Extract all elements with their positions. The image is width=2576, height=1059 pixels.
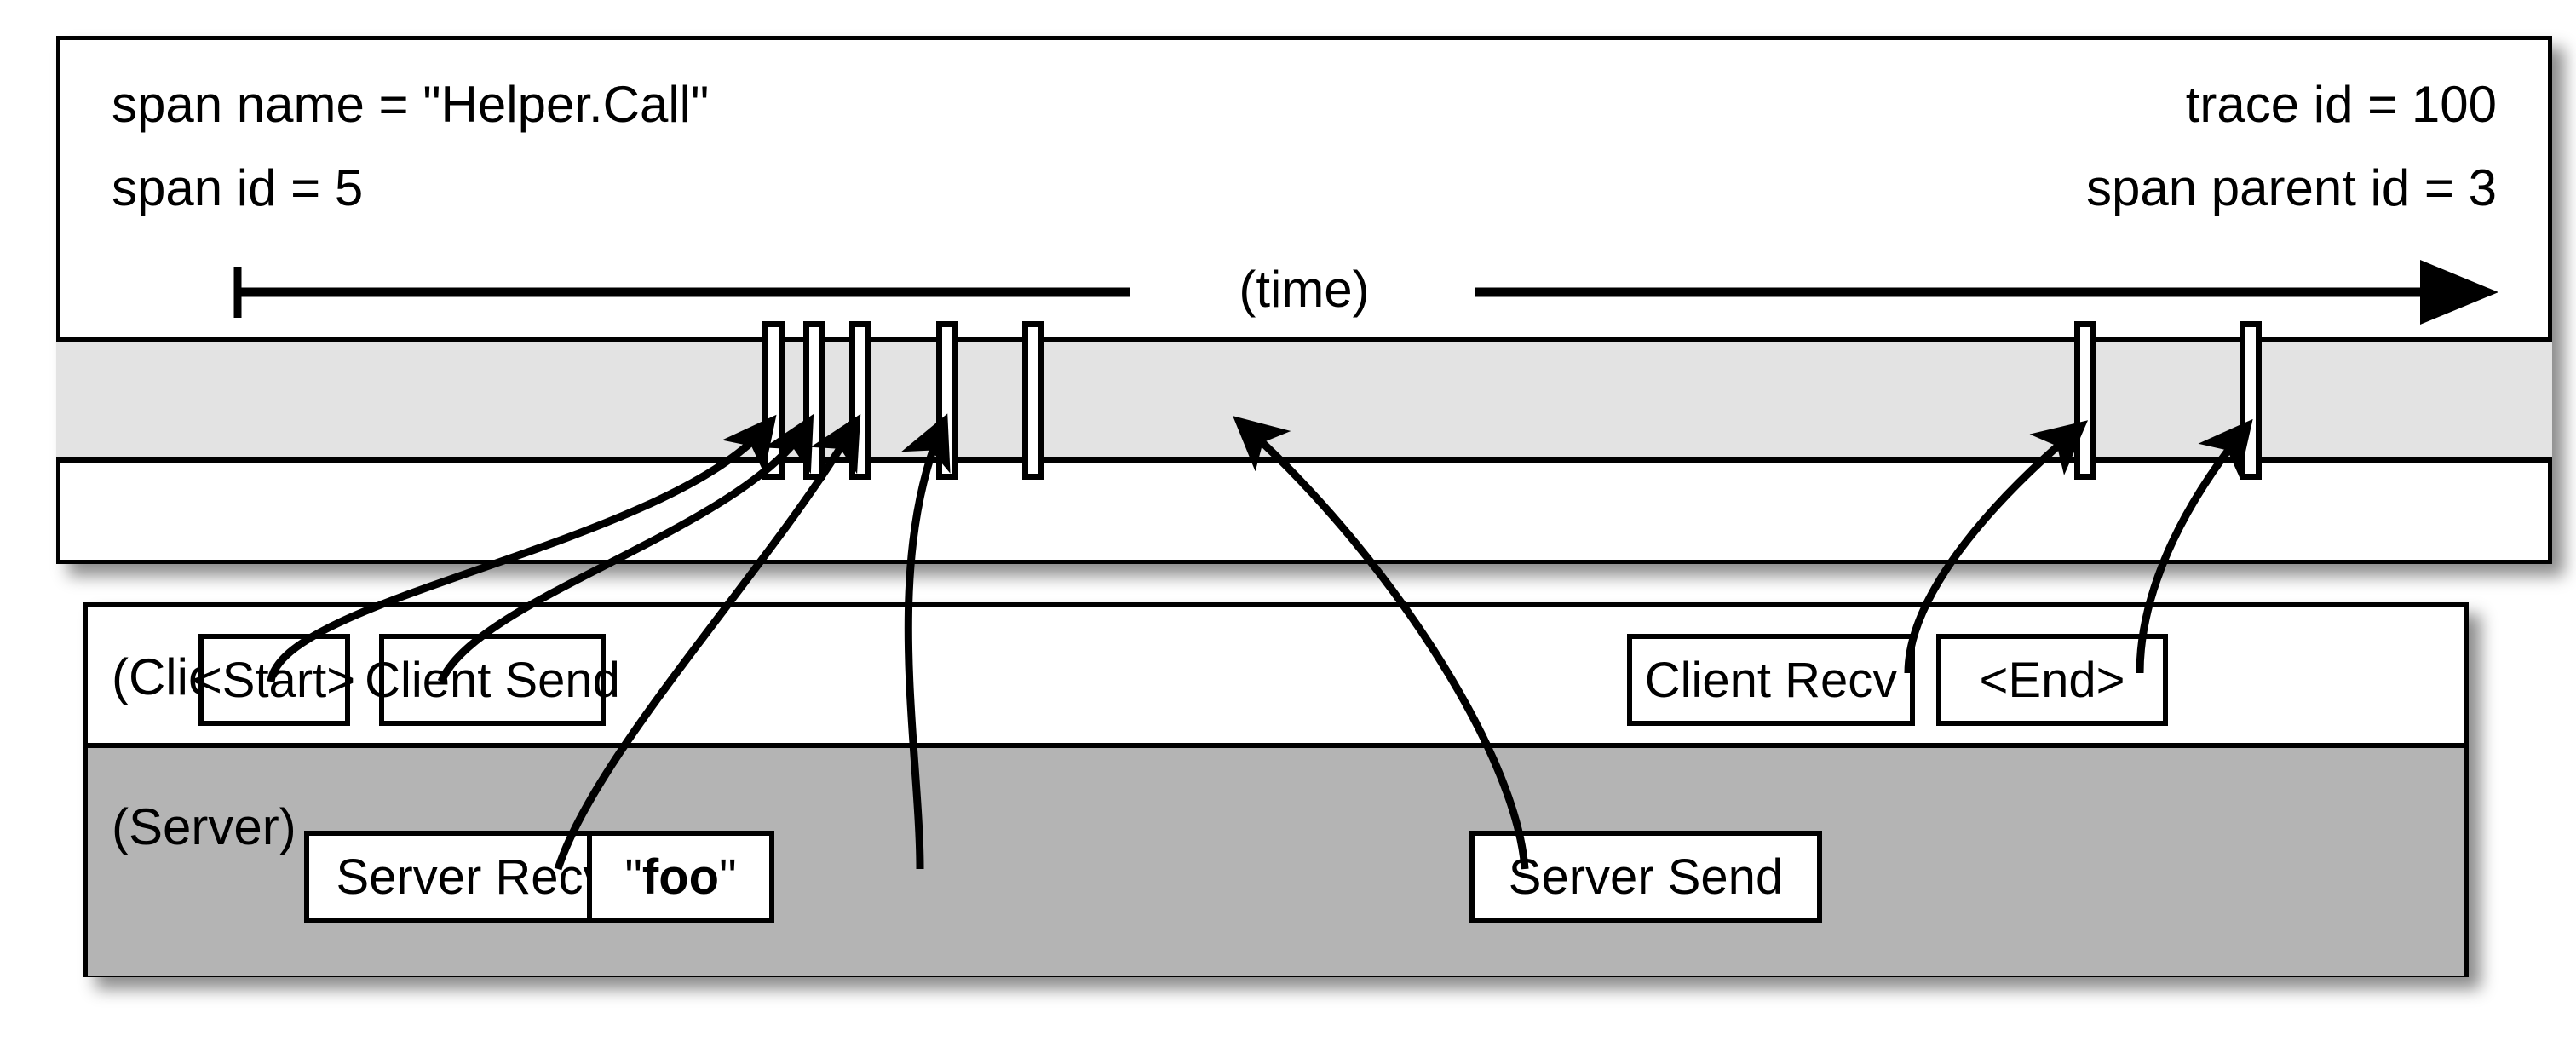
time-axis-label: (time) <box>1239 261 1370 318</box>
quote-open: " <box>624 849 642 905</box>
time-axis-arrowhead <box>2420 260 2498 325</box>
time-axis <box>233 260 2498 325</box>
event-box-label: Client Recv <box>1644 652 1898 708</box>
annotations-band: Annotations <box>56 337 2552 724</box>
event-box-label: foo <box>641 849 720 905</box>
event-box-label: Server Recv <box>336 849 608 905</box>
annotation-tick[interactable] <box>2240 321 2262 480</box>
event-box-label: Client Send <box>365 652 620 708</box>
trace-id-text: trace id = 100 <box>2185 76 2497 133</box>
annotation-tick[interactable] <box>2074 321 2096 480</box>
span-parent-id-text: span parent id = 3 <box>2085 159 2497 216</box>
event-box-end[interactable]: <End> <box>1936 634 2168 726</box>
event-box-start[interactable]: <Start> <box>193 634 355 726</box>
event-box-foo[interactable]: "foo" <box>587 831 774 923</box>
client-server-panel: (Client) (Server) <Start> Client Send Cl… <box>83 602 2469 977</box>
annotation-tick[interactable] <box>1022 321 1044 480</box>
span-name-text: span name = "Helper.Call" <box>112 76 710 133</box>
span-panel: span name = "Helper.Call" span id = 5 tr… <box>56 36 2552 724</box>
event-box-server-send[interactable]: Server Send <box>1469 831 1822 923</box>
event-box-label: <End> <box>1979 652 2125 708</box>
annotation-tick[interactable] <box>762 321 785 480</box>
server-lane-label: (Server) <box>112 798 296 855</box>
event-box-client-recv[interactable]: Client Recv <box>1627 634 1915 726</box>
span-id-text: span id = 5 <box>112 159 364 216</box>
quote-close: " <box>719 849 737 905</box>
event-box-label: Server Send <box>1508 849 1784 905</box>
annotation-tick[interactable] <box>803 321 825 480</box>
event-box-client-send[interactable]: Client Send <box>365 634 620 726</box>
event-box-label: <Start> <box>193 652 356 708</box>
annotation-tick[interactable] <box>936 321 958 480</box>
annotation-tick[interactable] <box>849 321 871 480</box>
